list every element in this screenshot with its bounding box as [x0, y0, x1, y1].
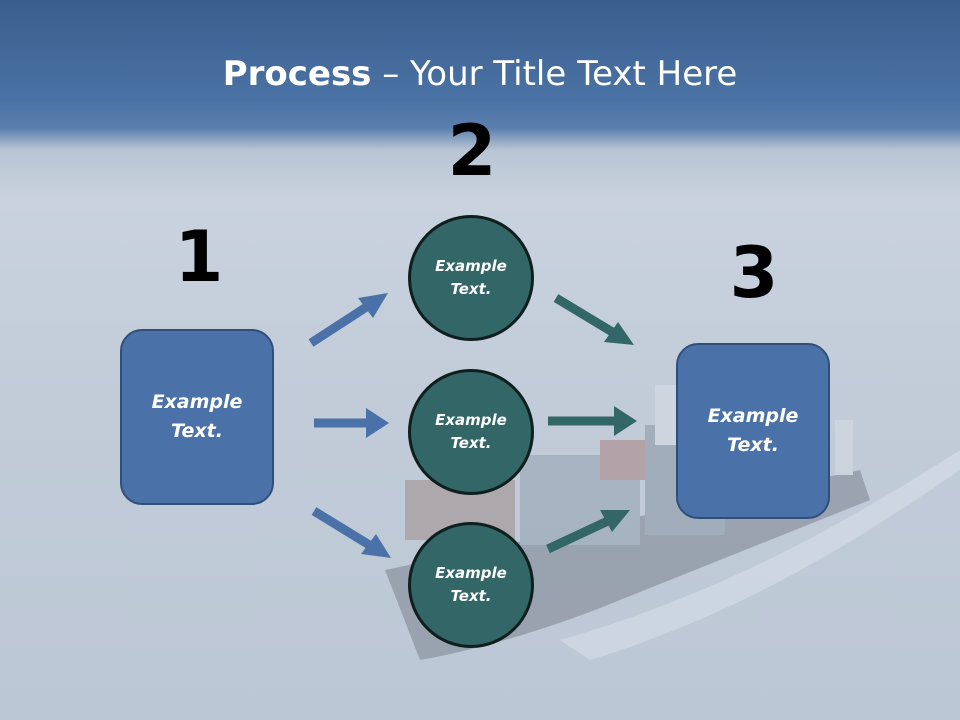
- arrow-1-to-top: [308, 293, 388, 347]
- arrow-bottom-to-3: [546, 510, 630, 554]
- step-2-circle-bottom: Example Text.: [408, 522, 534, 648]
- step-1-box: Example Text.: [120, 329, 274, 505]
- arrow-middle-to-3: [548, 406, 637, 436]
- step-3-number: 3: [729, 232, 779, 314]
- arrow-1-to-middle: [314, 408, 389, 438]
- arrow-1-to-bottom: [311, 507, 391, 558]
- slide-title: Process – Your Title Text Here: [0, 52, 960, 96]
- title-rest: – Your Title Text Here: [371, 54, 738, 94]
- title-bold: Process: [222, 54, 372, 94]
- step-2-circle-top: Example Text.: [408, 215, 534, 341]
- arrow-top-to-3: [553, 294, 634, 345]
- step-3-box: Example Text.: [676, 343, 830, 519]
- step-2-circle-middle: Example Text.: [408, 369, 534, 495]
- step-1-number: 1: [174, 216, 224, 298]
- step-2-number: 2: [447, 110, 497, 192]
